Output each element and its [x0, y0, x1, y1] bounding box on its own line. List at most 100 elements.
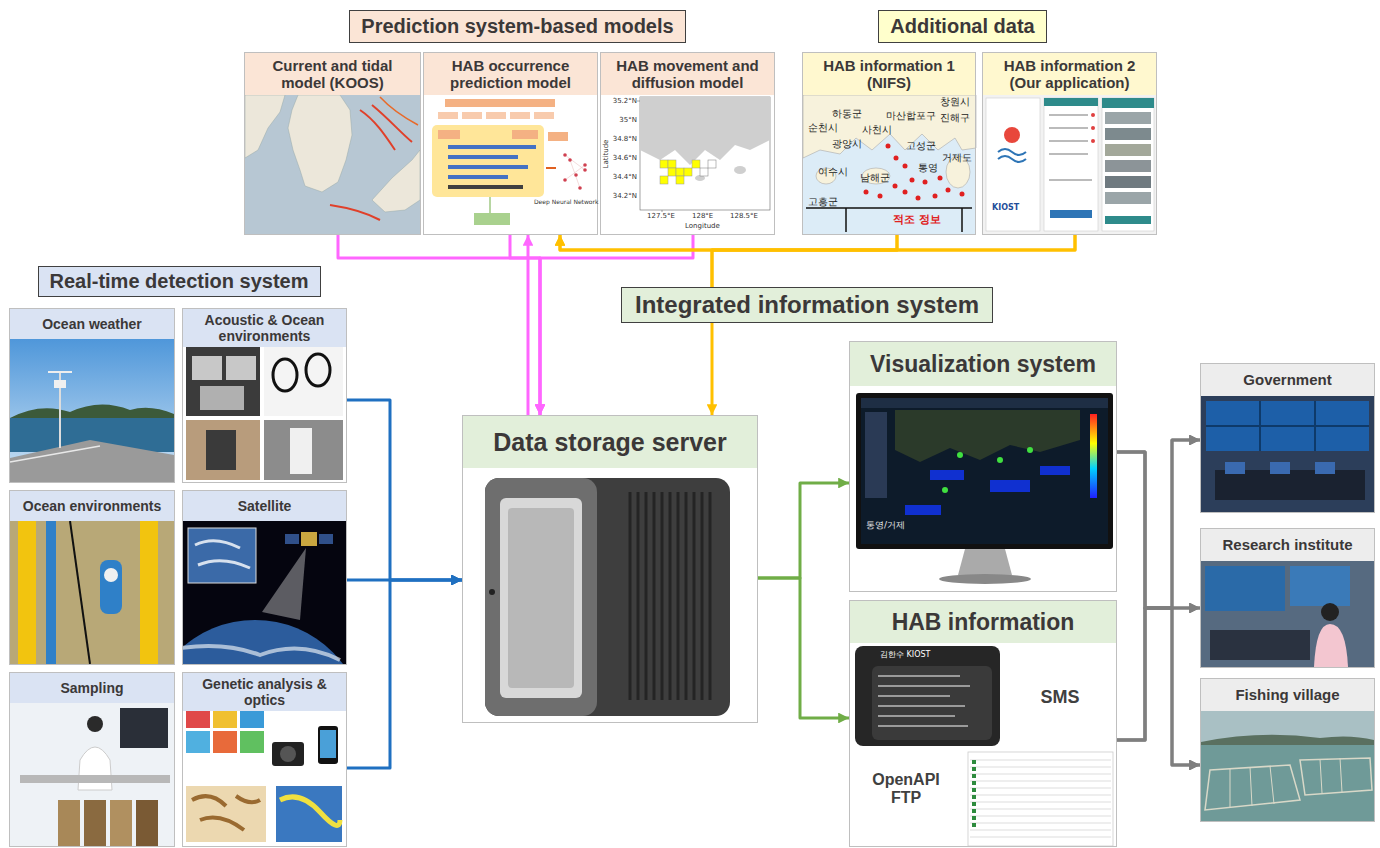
model-flowchart-part: [448, 155, 518, 159]
connector: [1117, 608, 1200, 740]
hab-information-pictures-part: [878, 715, 955, 717]
model-flowchart-part: [462, 112, 482, 119]
node-title: Satellite: [183, 491, 346, 521]
node-title: Data storage server: [463, 416, 757, 468]
node-title: Ocean weather: [10, 309, 174, 339]
connector: [1117, 440, 1200, 740]
connector: [1117, 440, 1200, 608]
app-screens-part: [1105, 192, 1151, 204]
app-screens-part: [1049, 127, 1088, 129]
server-picture-part: [630, 492, 710, 700]
connector: [540, 235, 693, 415]
monitor-picture-part: [850, 386, 1116, 591]
data-panel: HAB information 1 (NIFS): [802, 52, 976, 235]
monitor-picture-part: [939, 574, 1031, 584]
hab-information-pictures-part: [872, 666, 992, 740]
model-flowchart-part: [445, 99, 555, 107]
research-photo: [1201, 561, 1374, 667]
model-flowchart-part: [563, 178, 567, 182]
model-flowchart-part: [448, 175, 508, 179]
monitor-picture-part: [861, 398, 1108, 544]
connector: [758, 483, 849, 578]
government-photo: [1201, 396, 1374, 512]
model-flowchart-part: [583, 168, 587, 172]
model-panel: HAB occurrence prediction model: [423, 52, 598, 235]
hab-information-pictures-part: [878, 695, 950, 697]
hab-information-pictures-part: [968, 752, 1113, 846]
model-flowchart-part: [563, 153, 567, 157]
axis-tick: 127.5°E: [647, 212, 675, 220]
sampling-photo-part: [78, 747, 112, 790]
hab-information-pictures-part: [970, 760, 1111, 837]
nifs-map-part: [803, 95, 976, 158]
sampling-photo: [10, 702, 174, 847]
connector: [1117, 452, 1200, 608]
diffusion-map-part: [662, 210, 663, 212]
app-screens-part: [1049, 140, 1088, 142]
app-screens-part: [1004, 127, 1020, 143]
sampling-photo-part: [20, 775, 170, 783]
model-flowchart-part: [486, 112, 506, 119]
place-label: 여수시: [818, 166, 848, 178]
place-label: 진해구: [940, 112, 970, 124]
acoustic-photos-part: [264, 420, 343, 480]
fishing-village-photo-part: [1201, 735, 1374, 746]
hab-information-pictures: [850, 643, 1116, 847]
genetic-optics-picture-part: [320, 730, 336, 758]
ocean-environment-photo-part: [104, 568, 118, 582]
node-title: Visualization system: [850, 342, 1116, 386]
app-screens-part: [1105, 112, 1151, 124]
satellite-picture-part: [262, 548, 306, 620]
monitor-picture-part: [865, 412, 887, 498]
axis-tick: 128°E: [692, 212, 713, 220]
sampling-photo-part: [10, 702, 174, 847]
ocean-weather-photo-part: [48, 371, 72, 373]
node-title: Genetic analysis & optics: [183, 673, 346, 711]
sampling-photo-part: [110, 800, 132, 846]
ocean-weather-photo-part: [10, 446, 100, 462]
diffusion-map-part: [640, 97, 770, 165]
model-flowchart-part: [438, 112, 458, 119]
research-photo-part: [1201, 561, 1374, 667]
model-flowchart-part: [448, 165, 528, 169]
monitor-picture-part: [930, 470, 964, 480]
server-picture-part: [485, 478, 730, 716]
fishing-village-photo-part: [1230, 758, 1342, 808]
server-picture-part: [485, 478, 597, 716]
ocean-environment-photo-part: [10, 521, 174, 664]
nifs-map-part: [910, 178, 915, 183]
axis-tick: 128.5°E: [730, 212, 758, 220]
genetic-optics-picture-part: [240, 731, 264, 753]
place-label: 거제도: [942, 152, 972, 164]
model-flowchart-part: [474, 213, 510, 225]
place-label: 광양시: [832, 138, 862, 150]
place-label: 고흥군: [808, 196, 838, 208]
node-label: OpenAPI FTP: [866, 771, 946, 808]
place-label: 고성군: [906, 140, 936, 152]
axis-title: Longitude: [685, 222, 720, 230]
nifs-map-part: [923, 180, 928, 185]
diffusion-map-part: [676, 176, 684, 184]
diffusion-map-part: [601, 95, 775, 234]
axis-tick: 35.2°N: [610, 97, 637, 105]
hab-information-pictures-part: [855, 646, 1000, 746]
app-screens-part: [1102, 98, 1154, 108]
sensor-panel: Ocean weather: [9, 308, 175, 483]
model-flowchart-part: [548, 132, 568, 141]
acoustic-photos-part: [200, 386, 244, 410]
acoustic-photos-part: [273, 359, 297, 391]
app-screens: [983, 95, 1156, 234]
connector: [527, 235, 530, 415]
fishing-village-photo-part: [1201, 745, 1374, 821]
server-panel: Data storage server: [462, 415, 758, 723]
app-screens-part: [1102, 98, 1154, 231]
monitor-picture-part: [942, 487, 948, 493]
research-photo-part: [1321, 603, 1339, 621]
hab-information-pictures-part: [878, 705, 965, 707]
nifs-map-part: [893, 184, 898, 189]
model-flowchart-part: [565, 155, 585, 170]
research-photo-part: [1314, 624, 1348, 667]
model-flowchart-part: [424, 95, 597, 234]
government-photo-part: [1215, 470, 1365, 500]
diffusion-map-part: [668, 168, 676, 176]
